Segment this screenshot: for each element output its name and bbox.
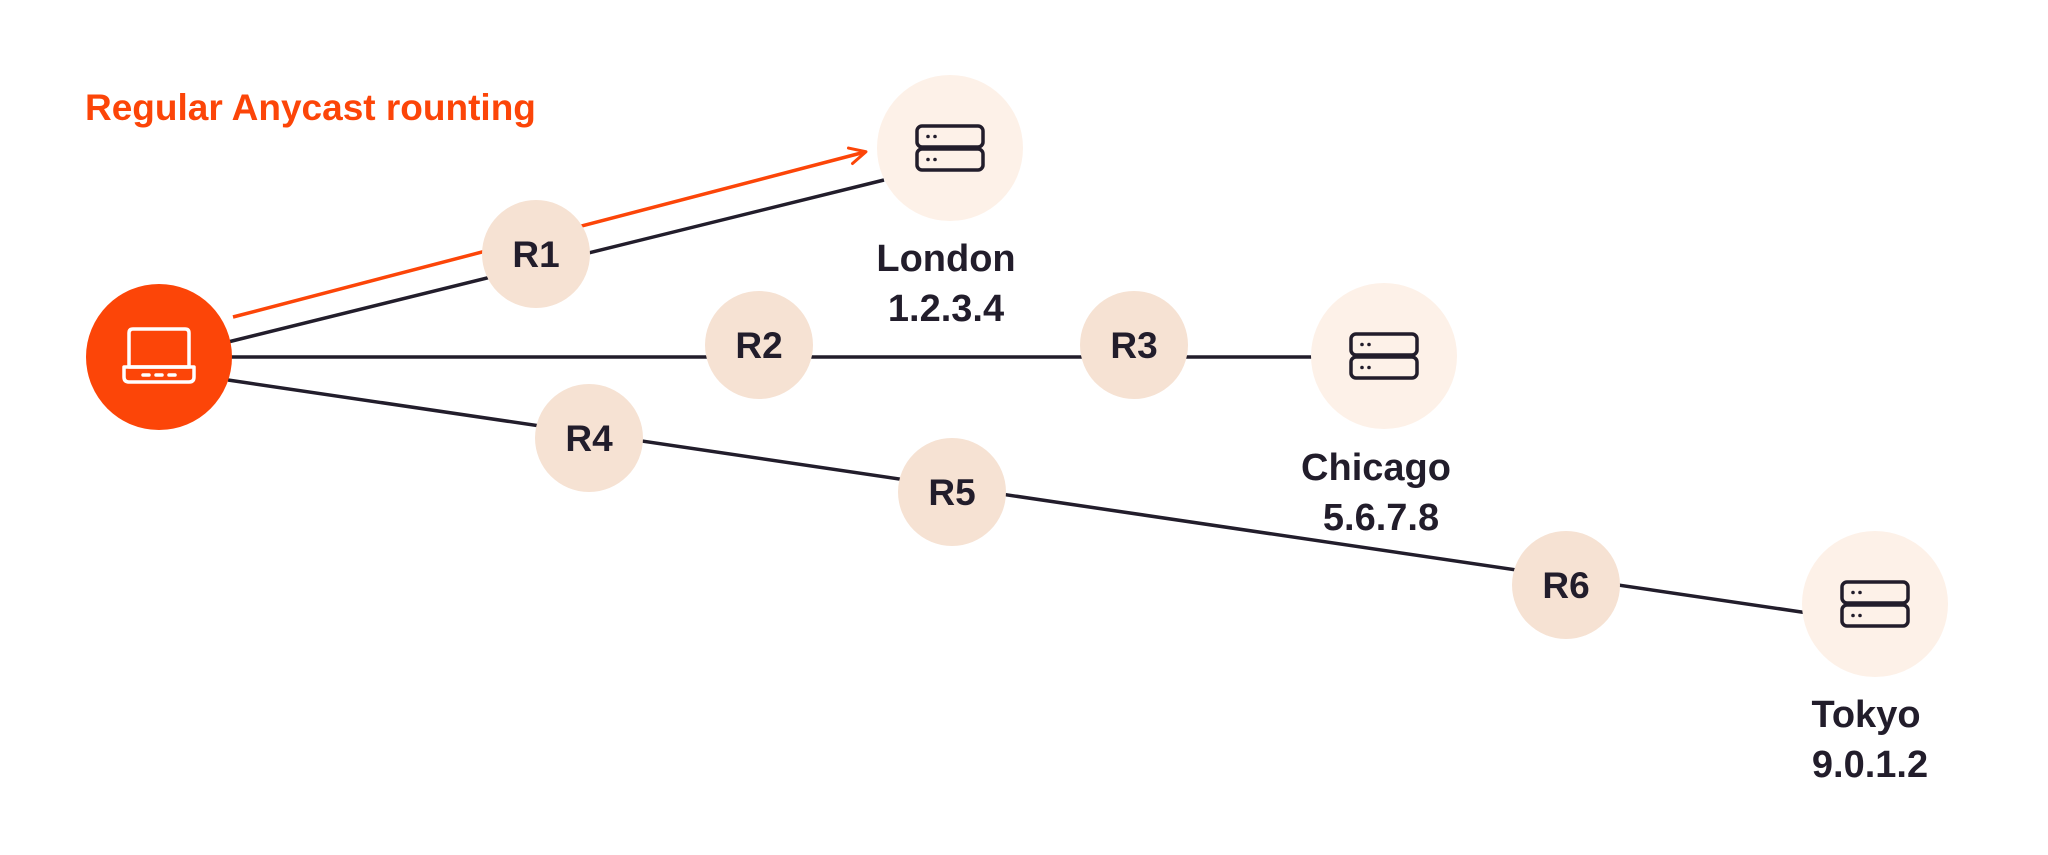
router-label: R3	[1110, 325, 1157, 366]
server-chicago: Chicago 5.6.7.8	[1301, 283, 1457, 539]
router-circle	[535, 384, 643, 492]
server-city: Chicago	[1301, 447, 1451, 489]
router-label: R1	[512, 234, 559, 275]
router-r5: R5	[898, 438, 1006, 546]
router-r4: R4	[535, 384, 643, 492]
server-tokyo: Tokyo 9.0.1.2	[1802, 531, 1948, 786]
router-r3: R3	[1080, 291, 1188, 399]
server-ip: 5.6.7.8	[1323, 497, 1439, 539]
router-label: R6	[1542, 565, 1589, 606]
router-label: R2	[735, 325, 782, 366]
diagram-title: Regular Anycast rounting	[85, 87, 536, 128]
server-ip: 9.0.1.2	[1812, 744, 1928, 786]
router-circle	[1080, 291, 1188, 399]
server-icon	[1840, 580, 1910, 628]
router-label: R5	[928, 472, 975, 513]
client-circle	[86, 284, 232, 430]
server-london: London 1.2.3.4	[876, 75, 1023, 330]
client-node	[86, 284, 232, 430]
router-circle	[705, 291, 813, 399]
router-label: R4	[565, 418, 613, 459]
router-circle	[898, 438, 1006, 546]
router-r2: R2	[705, 291, 813, 399]
server-city: London	[876, 238, 1015, 280]
router-r1: R1	[482, 200, 590, 308]
router-circle	[482, 200, 590, 308]
server-city: Tokyo	[1811, 694, 1920, 736]
server-icon	[915, 124, 985, 172]
router-r6: R6	[1512, 531, 1620, 639]
laptop-icon	[122, 327, 196, 384]
server-ip: 1.2.3.4	[888, 288, 1004, 330]
server-icon	[1349, 332, 1419, 380]
router-circle	[1512, 531, 1620, 639]
